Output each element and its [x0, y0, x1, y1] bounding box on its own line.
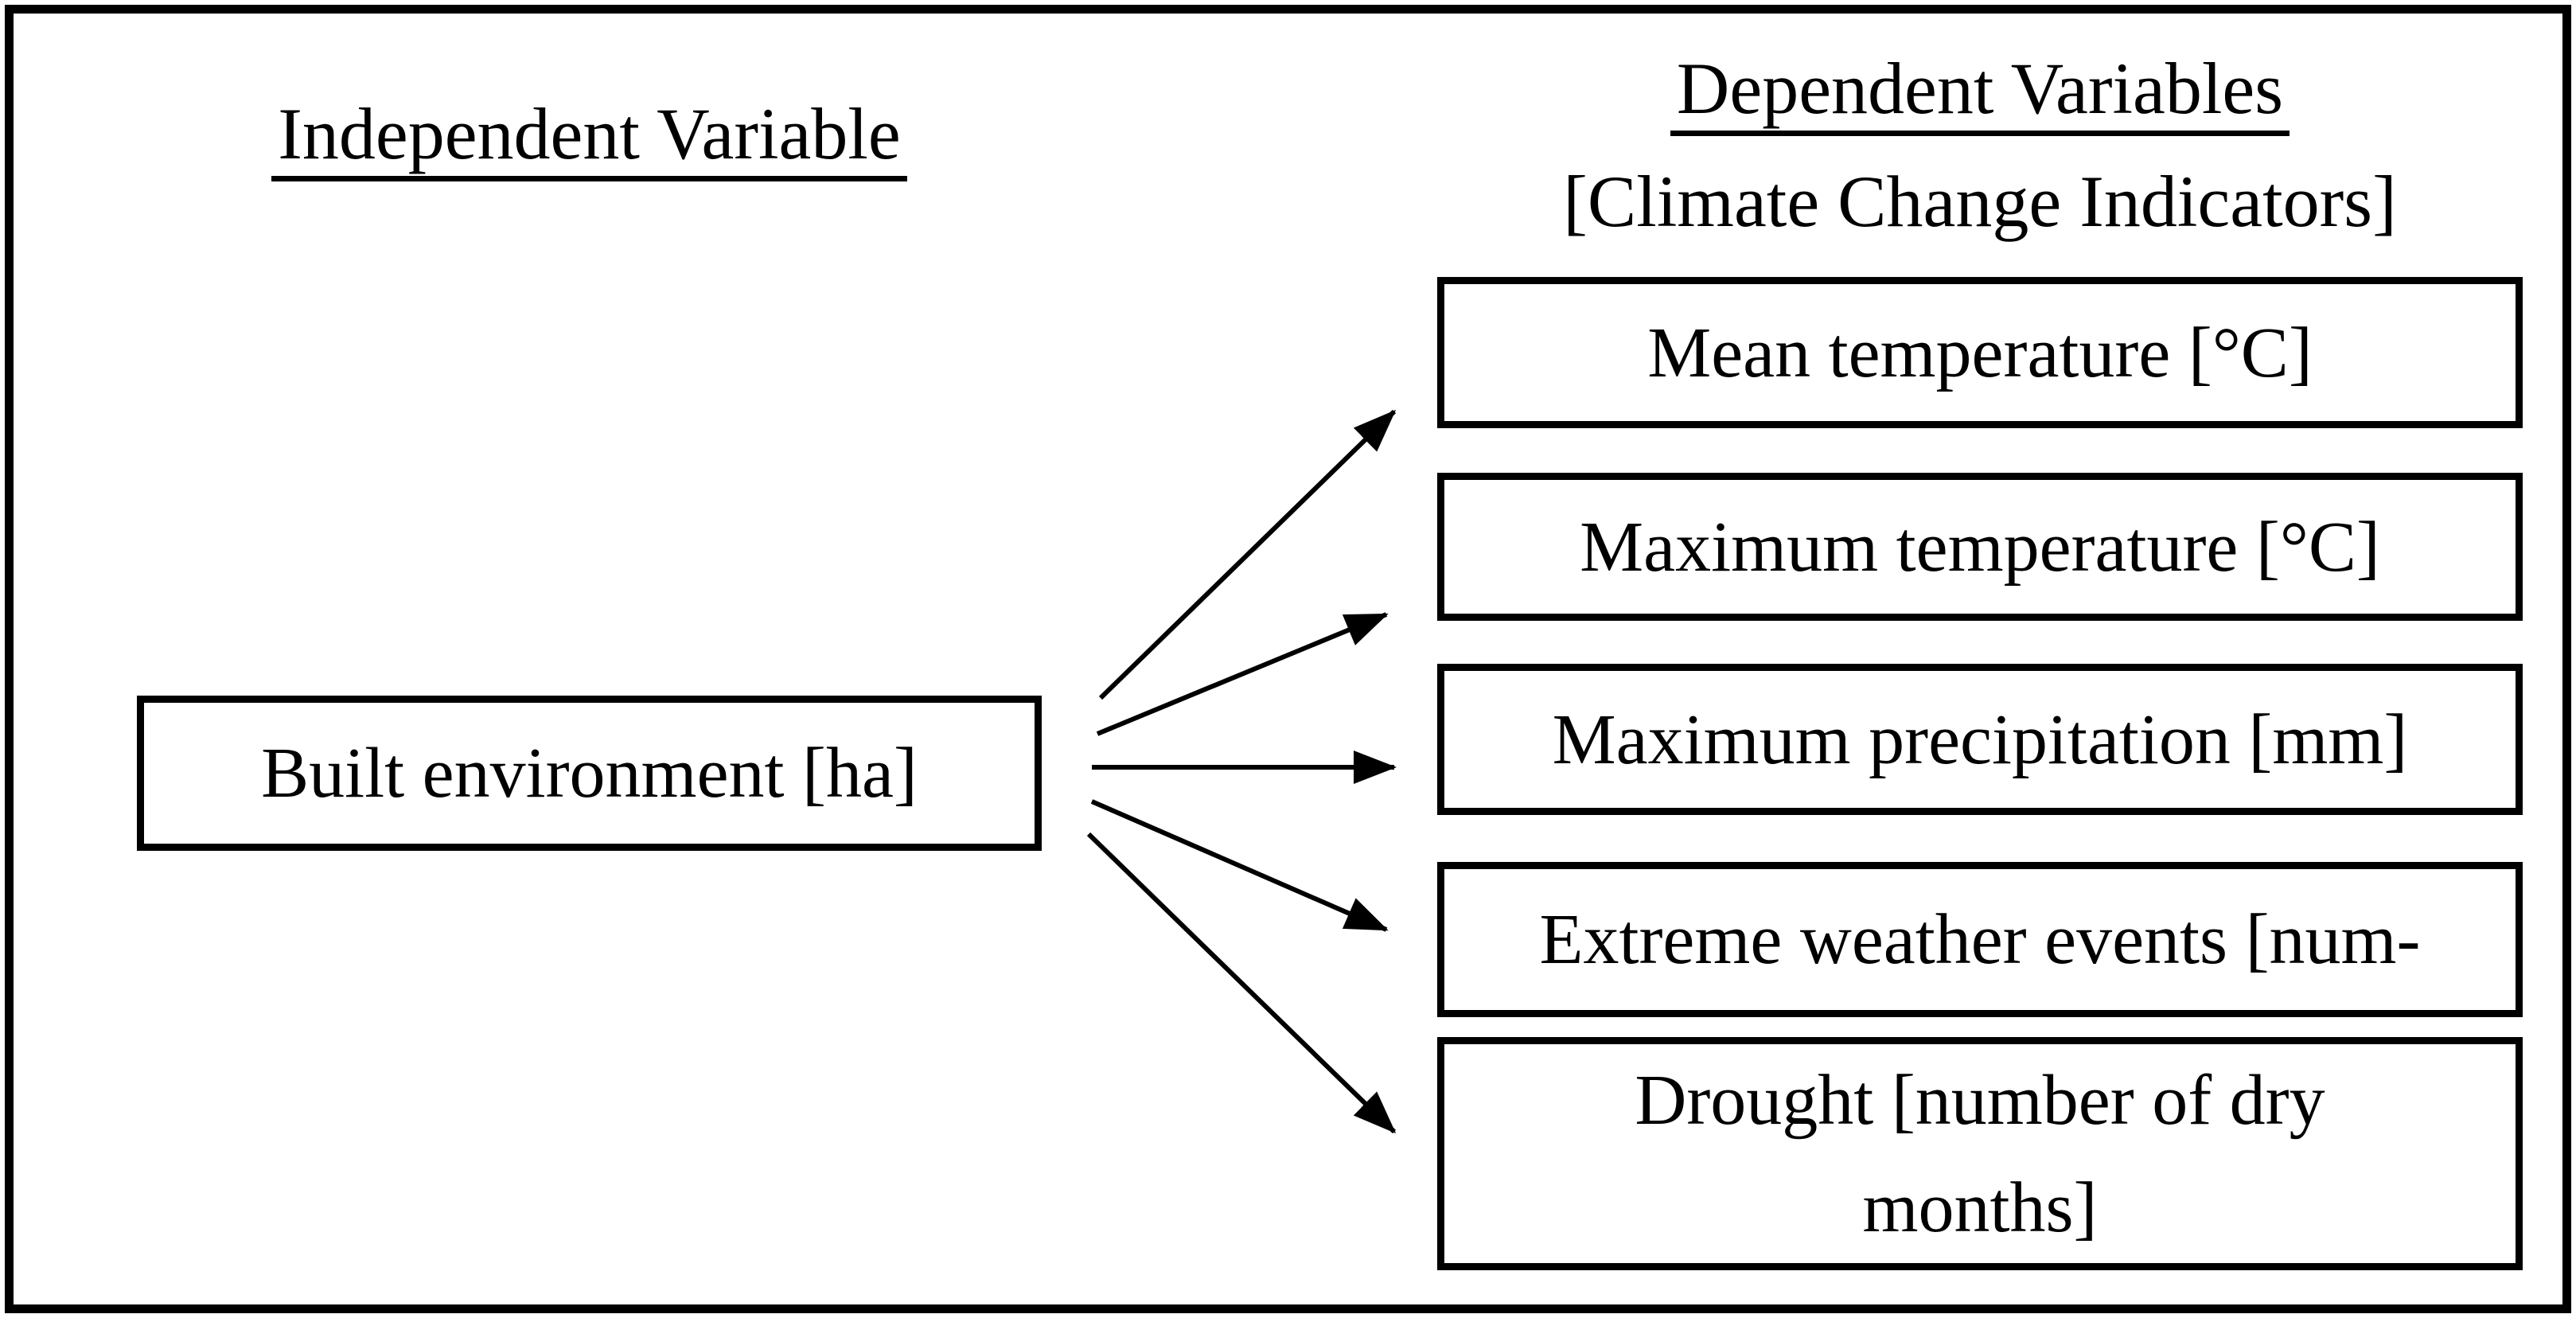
built-environment-box: Built environment [ha] — [137, 696, 1042, 851]
dependent-box-drought: Drought [number of dry months] — [1437, 1037, 2523, 1270]
extreme-weather-events-label: Extreme weather events [num- — [1539, 900, 2421, 979]
independent-variable-header: Independent Variable — [137, 96, 1042, 181]
built-environment-label: Built environment [ha] — [261, 734, 918, 813]
dependent-box-maximum-temperature: Maximum temperature [°C] — [1437, 473, 2523, 621]
dependent-box-extreme-weather-events: Extreme weather events [num- — [1437, 862, 2523, 1017]
climate-change-indicators-subheader-text: [Climate Change Indicators] — [1563, 161, 2397, 242]
drought-label-line1: Drought [number of dry — [1635, 1060, 2325, 1140]
maximum-temperature-label: Maximum temperature [°C] — [1580, 507, 2380, 587]
maximum-precipitation-label: Maximum precipitation [mm] — [1552, 700, 2408, 779]
mean-temperature-label: Mean temperature [°C] — [1647, 313, 2313, 392]
drought-label-line2: months] — [1862, 1168, 2098, 1247]
independent-variable-header-text: Independent Variable — [271, 96, 907, 181]
dependent-variables-header: Dependent Variables — [1437, 50, 2523, 136]
dependent-box-mean-temperature: Mean temperature [°C] — [1437, 277, 2523, 428]
dependent-variables-header-text: Dependent Variables — [1670, 50, 2290, 136]
climate-change-indicators-subheader: [Climate Change Indicators] — [1437, 163, 2523, 240]
dependent-box-maximum-precipitation: Maximum precipitation [mm] — [1437, 664, 2523, 815]
outer-border — [5, 5, 2571, 1313]
